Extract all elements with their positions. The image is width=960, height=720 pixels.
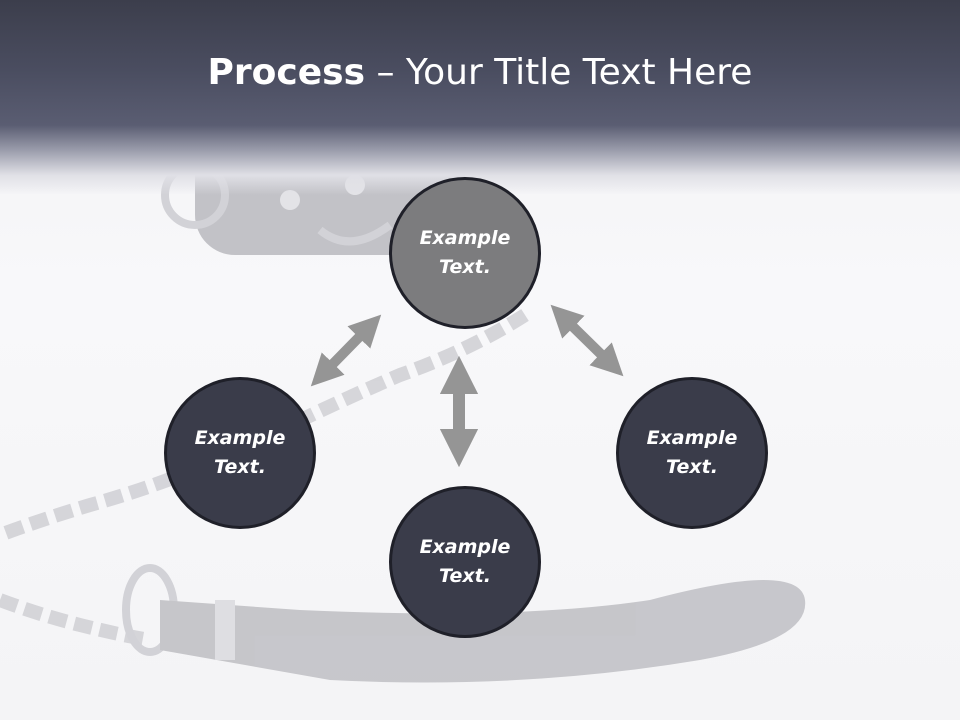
circle-text: Example Text. [646, 427, 738, 478]
slide-title: Process – Your Title Text Here [0, 52, 960, 93]
process-circle-top[interactable]: Example Text. [389, 177, 541, 329]
process-circle-bottom[interactable]: Example Text. [389, 486, 541, 638]
circle-text: Example Text. [194, 427, 286, 478]
circle-text: Example Text. [419, 536, 511, 587]
title-rest-text: – Your Title Text Here [365, 52, 753, 93]
process-circle-right[interactable]: Example Text. [616, 377, 768, 529]
process-circle-left[interactable]: Example Text. [164, 377, 316, 529]
title-bar [0, 0, 960, 195]
circle-text: Example Text. [419, 227, 511, 278]
title-bold-text: Process [207, 52, 366, 93]
double-arrow-left-icon [310, 314, 382, 387]
double-arrow-right-icon [550, 304, 624, 377]
